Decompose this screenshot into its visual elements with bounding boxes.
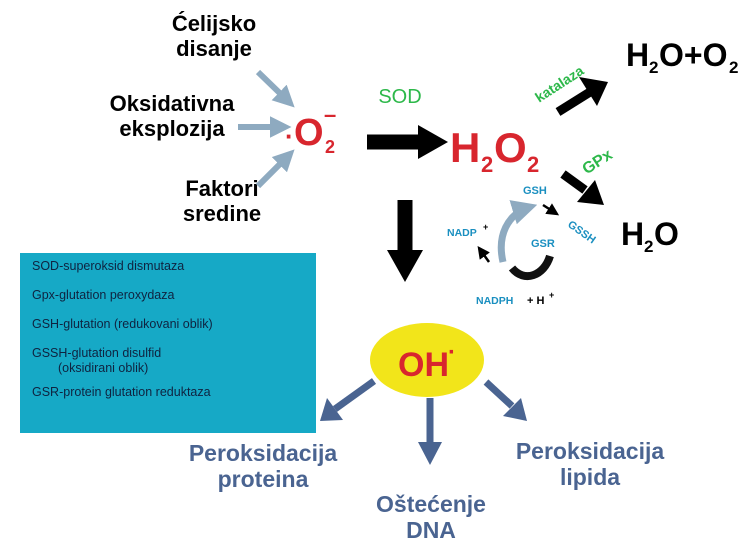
arrow-down-head — [387, 250, 423, 282]
svg-text:Oksidativna: Oksidativna — [110, 91, 235, 116]
product-water: H 2 O — [621, 216, 679, 256]
svg-text:DNA: DNA — [406, 517, 456, 543]
svg-text:O: O — [654, 216, 679, 252]
outcome-proteins: Peroksidacija proteina — [189, 440, 338, 492]
svg-text:disanje: disanje — [176, 36, 252, 61]
arrow-cycle-steel — [497, 200, 538, 263]
arrow-gpx-shaft — [560, 170, 588, 194]
svg-text:OH: OH — [398, 346, 449, 384]
svg-text:2: 2 — [729, 58, 738, 77]
sod-label: SOD — [378, 86, 421, 108]
arrow-gpx-head — [577, 180, 604, 205]
abbreviation-legend: SOD-superoksid dismutaza Gpx-glutation p… — [20, 253, 316, 433]
svg-text:eksplozija: eksplozija — [119, 116, 225, 141]
legend-item-gssh: GSSH-glutation disulfid (oksidirani obli… — [32, 346, 162, 375]
superoxide-radical: · O 2 – — [285, 102, 336, 157]
outcome-dna: Oštećenje DNA — [376, 491, 486, 543]
svg-text:sredine: sredine — [183, 201, 261, 226]
svg-text:H: H — [626, 37, 649, 73]
arrow-lipids-head — [503, 398, 527, 421]
svg-text:lipida: lipida — [560, 464, 620, 490]
svg-text:proteina: proteina — [218, 466, 309, 492]
glutathione-cycle: GSH GSSH GSR NADP + NADPH + H + — [447, 185, 598, 307]
svg-text:2: 2 — [481, 152, 493, 177]
svg-text:2: 2 — [644, 237, 653, 256]
arrow-proteins-head — [320, 398, 343, 421]
product-water-oxygen: H 2 O+O 2 — [626, 37, 738, 77]
svg-text:O: O — [294, 112, 324, 154]
arrow-lipids-shaft — [483, 379, 515, 409]
source-oxidative-burst: Oksidativna eksplozija — [110, 91, 235, 141]
svg-text:2: 2 — [325, 137, 335, 157]
svg-text:O+O: O+O — [659, 37, 727, 73]
legend-item-gpx: Gpx-glutation peroxydaza — [32, 288, 175, 302]
arrow-nadph-to-nadp — [477, 245, 491, 263]
arrow-respiration — [255, 69, 295, 108]
arrow-proteins-shaft — [332, 378, 377, 412]
arrow-environment — [255, 149, 295, 189]
svg-text:–: – — [324, 102, 336, 127]
source-respiration: Ćelijsko disanje — [172, 11, 256, 61]
svg-text:Ćelijsko: Ćelijsko — [172, 11, 256, 36]
nadph-label: NADPH — [476, 295, 513, 307]
hplus-charge: + — [549, 290, 554, 300]
outcome-lipids: Peroksidacija lipida — [516, 438, 665, 490]
hydroxyl-ellipse — [370, 323, 484, 397]
arrow-dna-head — [418, 442, 442, 465]
svg-text:Peroksidacija: Peroksidacija — [189, 440, 338, 466]
hydrogen-peroxide: H 2 O 2 — [450, 124, 539, 177]
hydroxyl-radical: OH · — [398, 339, 456, 384]
nadp-charge: + — [483, 222, 488, 232]
gsr-label: GSR — [531, 238, 555, 250]
source-environment: Faktori sredine — [183, 176, 261, 226]
svg-text:·: · — [285, 121, 294, 151]
svg-text:Faktori: Faktori — [185, 176, 258, 201]
gpx-label: GPx — [579, 146, 615, 178]
svg-text:2: 2 — [649, 58, 658, 77]
legend-item-gsr: GSR-protein glutation reduktaza — [32, 385, 211, 399]
arc-cycle-black — [508, 254, 554, 281]
svg-text:H: H — [450, 124, 480, 171]
svg-text:O: O — [494, 124, 527, 171]
svg-text:2: 2 — [527, 152, 539, 177]
arrow-catalase-shaft — [555, 88, 593, 116]
svg-text:Peroksidacija: Peroksidacija — [516, 438, 665, 464]
arrow-catalase-head — [579, 77, 608, 106]
legend-item-sod: SOD-superoksid dismutaza — [32, 259, 185, 273]
svg-text:·: · — [448, 339, 456, 366]
gsh-label: GSH — [523, 185, 547, 197]
hplus-label: + H — [527, 295, 544, 307]
arrow-gsh-to-gssh — [542, 203, 560, 216]
arrow-sod-head — [418, 125, 448, 159]
legend-item-gsh: GSH-glutation (redukovani oblik) — [32, 317, 213, 331]
gssh-label: GSSH — [565, 219, 597, 247]
nadp-label: NADP — [447, 227, 477, 239]
svg-text:H: H — [621, 216, 644, 252]
svg-text:Oštećenje: Oštećenje — [376, 491, 486, 517]
